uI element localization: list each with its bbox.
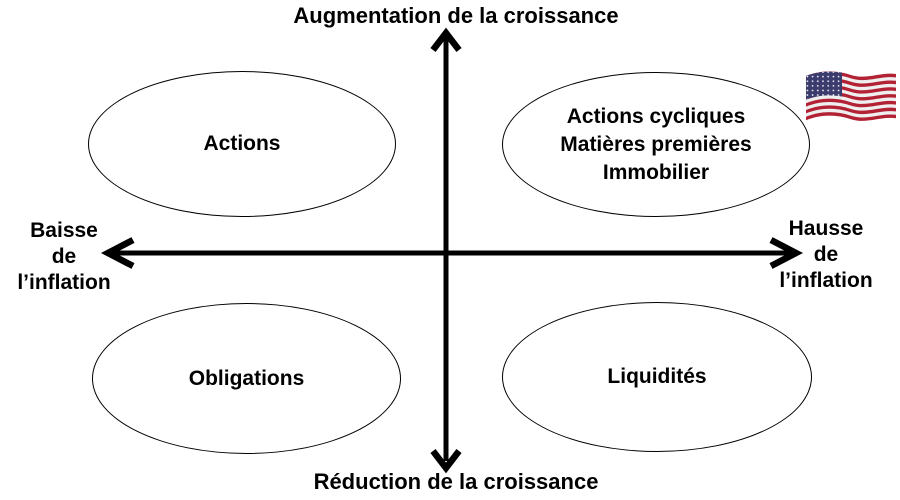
bubble-label-line: Matières premières <box>560 132 752 156</box>
bubble-label-line: Liquidités <box>607 365 707 388</box>
label-line: Hausse <box>788 217 864 240</box>
bubble-top-right-cyclical-assets: Actions cycliques Matières premières Imm… <box>502 72 810 217</box>
bubble-bottom-right-liquidites: Liquidités <box>502 302 812 452</box>
bubble-top-left-actions: Actions <box>88 71 396 217</box>
label-line: de <box>813 243 839 266</box>
axis-label-inflation-decrease: Baisse de l’inflation <box>2 218 126 296</box>
label-line: l’inflation <box>17 271 111 294</box>
bubble-label-line: Obligations <box>188 366 305 390</box>
label-line: l’inflation <box>779 269 873 292</box>
label-line: Baisse <box>30 219 98 242</box>
bubble-bottom-left-obligations: Obligations <box>92 303 401 454</box>
label-line: de <box>51 245 77 268</box>
bubble-label-line: Immobilier <box>602 160 710 184</box>
axis-label-growth-increase: Augmentation de la croissance <box>293 3 619 28</box>
bubble-label-line: Actions cycliques <box>566 104 746 128</box>
axis-label-inflation-increase: Hausse de l’inflation <box>764 216 888 294</box>
up-arrowhead-icon <box>430 27 462 52</box>
down-arrowhead-icon <box>430 449 462 474</box>
us-flag-icon <box>806 71 896 121</box>
bubble-label-line: Actions <box>203 132 281 155</box>
axis-label-growth-decrease: Réduction de la croissance <box>313 469 599 494</box>
